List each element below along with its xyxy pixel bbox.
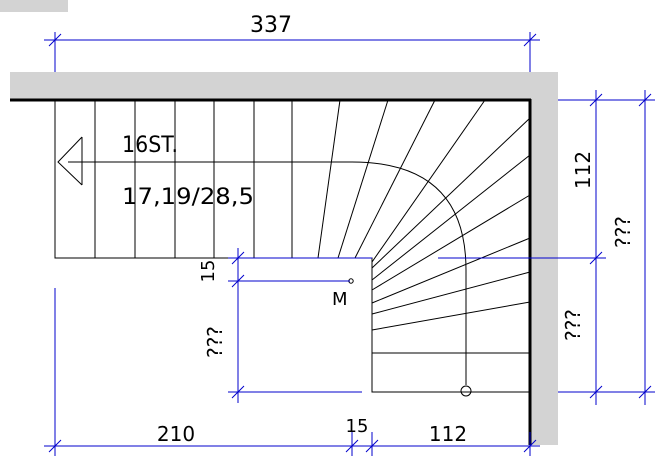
- dim-right-total: ???: [611, 216, 635, 248]
- step-count: 16ST.: [122, 133, 178, 158]
- winder-treads: [317, 99, 531, 354]
- walking-line-end: [460, 385, 472, 397]
- dim-left-width: 210: [157, 422, 195, 446]
- dim-right-width: 112: [429, 422, 467, 446]
- dim-total-width: 337: [250, 13, 292, 38]
- step-ratio: 17,19/28,5: [122, 185, 254, 210]
- dim-inner-left: [228, 248, 372, 403]
- straight-treads: [94, 100, 293, 258]
- dim-right-bottom: ???: [561, 309, 585, 341]
- dim-top: [44, 32, 540, 72]
- dim-inner-depth: ???: [203, 326, 227, 358]
- direction-arrow-icon: [57, 136, 83, 186]
- dim-right-inner: [438, 90, 606, 405]
- dim-right-outer: [606, 90, 655, 405]
- dim-inner-gap: 15: [198, 260, 219, 283]
- center-mark: M: [332, 289, 348, 310]
- dim-landing-gap: 15: [346, 416, 369, 437]
- dim-bottom: [44, 288, 540, 456]
- corner-block: [0, 0, 68, 12]
- dim-right-top: 112: [571, 151, 595, 189]
- walking-line: [68, 161, 467, 385]
- top-wall: [10, 72, 545, 100]
